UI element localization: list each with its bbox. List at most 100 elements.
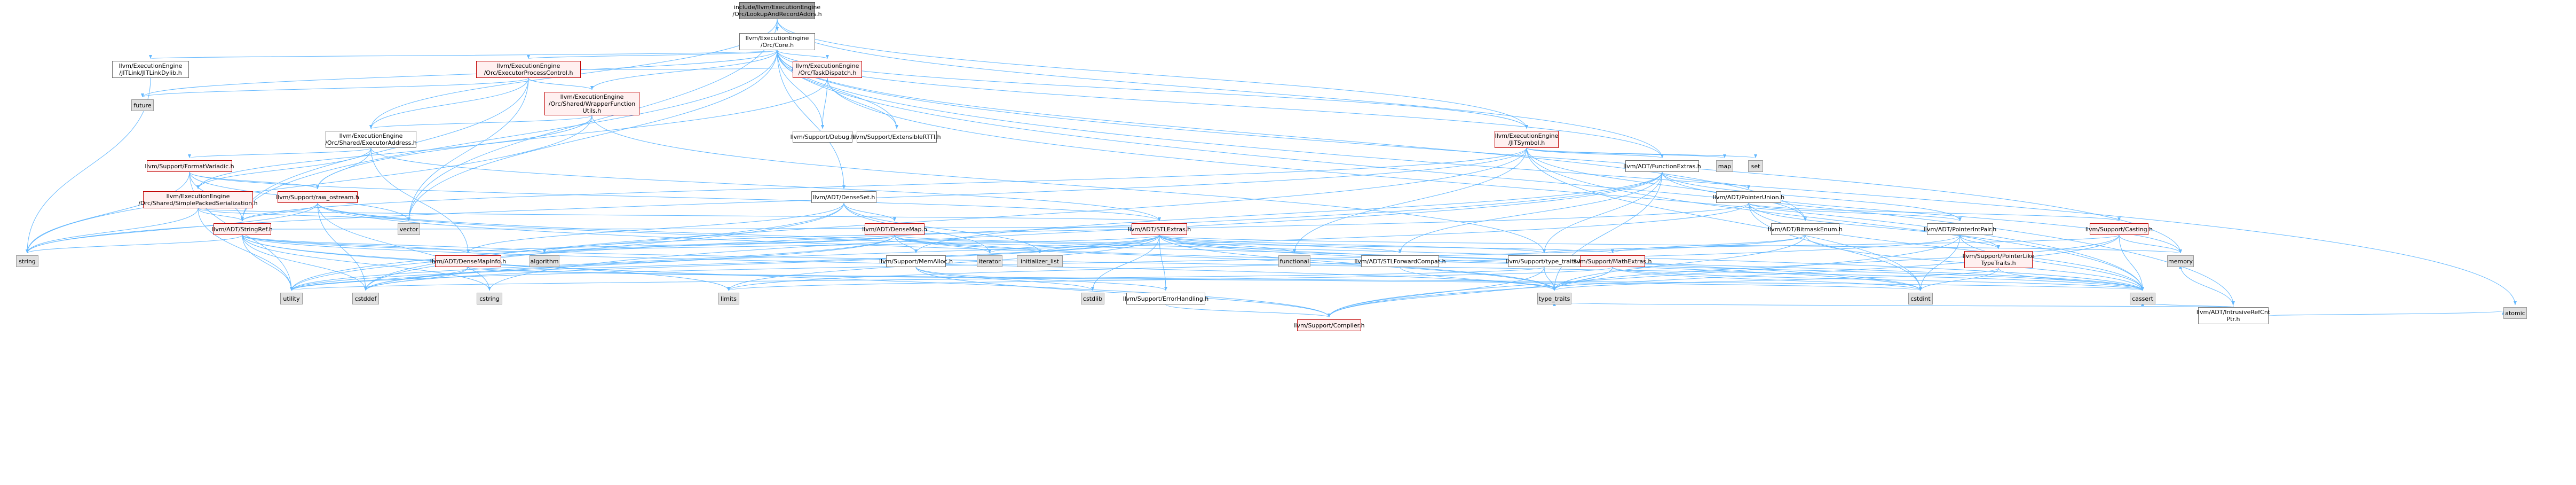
edge-stringref-to-utility xyxy=(242,234,293,291)
node-label: llvm/ADT/DenseSet.h xyxy=(812,193,875,201)
node-memory[interactable]: memory xyxy=(2167,255,2194,267)
edge-root-to-functionextras xyxy=(777,19,1664,159)
edge-densemapinfo-to-utility xyxy=(290,267,469,291)
node-map[interactable]: map xyxy=(1716,160,1733,172)
node-vector[interactable]: vector xyxy=(398,223,420,235)
node-set[interactable]: set xyxy=(1748,160,1763,172)
edge-jitsymbol-to-string xyxy=(26,147,1527,254)
node-label: llvm/ADT/STLForwardCompat.h xyxy=(1354,257,1446,265)
edge-memalloc-to-compiler xyxy=(915,267,1331,318)
node-label: memory xyxy=(2168,257,2193,265)
edge-densemap-to-cstddef xyxy=(364,234,895,291)
node-typetraits_h[interactable]: llvm/Support/type_traits.h xyxy=(1506,255,1583,267)
node-typetraits[interactable]: type_traits xyxy=(1537,293,1571,304)
node-pointerunion[interactable]: llvm/ADT/PointerUnion.h xyxy=(1713,191,1784,203)
node-label: llvm/ADT/PointerIntPair.h xyxy=(1923,225,1997,233)
edge-jitsymbol-to-cstddef xyxy=(364,147,1527,291)
edge-jitsymbol-to-functionextras xyxy=(1526,147,1664,159)
node-compiler[interactable]: llvm/Support/Compiler.h xyxy=(1293,319,1365,331)
node-wrapper[interactable]: llvm/ExecutionEngine/Orc/Shared/WrapperF… xyxy=(544,92,639,115)
node-stringref[interactable]: llvm/ADT/StringRef.h xyxy=(212,223,273,235)
node-label: llvm/Support/Debug.h xyxy=(790,133,855,140)
node-label: functional xyxy=(1279,257,1309,265)
node-cassert[interactable]: cassert xyxy=(2130,293,2155,304)
node-root[interactable]: include/llvm/ExecutionEngine/Orc/LookupA… xyxy=(732,2,822,19)
node-denseset[interactable]: llvm/ADT/DenseSet.h xyxy=(811,191,876,203)
node-cstring[interactable]: cstring xyxy=(477,293,502,304)
node-stlforward[interactable]: llvm/ADT/STLForwardCompat.h xyxy=(1354,255,1446,267)
edge-stlforward-to-typetraits xyxy=(1400,267,1556,291)
edge-intrusive-to-atomic xyxy=(2268,310,2505,316)
node-label: llvm/ADT/DenseMap.h xyxy=(862,225,927,233)
node-algorithm[interactable]: algorithm xyxy=(530,255,559,267)
node-formatvariadic[interactable]: llvm/Support/FormatVariadic.h xyxy=(145,160,234,172)
edge-stlextras-to-typetraits_h xyxy=(1159,234,1546,254)
node-pointerintpair[interactable]: llvm/ADT/PointerIntPair.h xyxy=(1924,223,1996,235)
edge-stlextras-to-initlist xyxy=(1038,234,1160,254)
node-densemapinfo[interactable]: llvm/ADT/DenseMapInfo.h xyxy=(430,255,506,267)
node-mathextras[interactable]: llvm/Support/MathExtras.h xyxy=(1574,255,1652,267)
node-label: map xyxy=(1718,162,1732,170)
edge-intrusive-to-memory xyxy=(2179,264,2234,308)
node-bitmaskenum[interactable]: llvm/ADT/BitmaskEnum.h xyxy=(1768,223,1843,235)
node-label: llvm/ExecutionEngine xyxy=(745,35,809,42)
node-label: algorithm xyxy=(530,257,559,265)
node-label: llvm/ExecutionEngine xyxy=(1495,132,1559,139)
node-jitlink[interactable]: llvm/ExecutionEngine/JITLink/JITLinkDyli… xyxy=(112,61,189,78)
node-errorhandling[interactable]: llvm/Support/ErrorHandling.h xyxy=(1123,293,1208,304)
node-initlist[interactable]: initializer_list xyxy=(1017,255,1063,267)
node-core[interactable]: llvm/ExecutionEngine/Orc/Core.h xyxy=(739,33,815,50)
node-label: /JITSymbol.h xyxy=(1508,139,1545,146)
node-ostream[interactable]: llvm/Support/raw_ostream.h xyxy=(276,191,359,203)
node-label: cstring xyxy=(479,295,500,302)
edge-functionextras-to-pointerunion xyxy=(1662,171,1750,190)
node-functional[interactable]: functional xyxy=(1278,255,1310,267)
node-cstdint[interactable]: cstdint xyxy=(1908,293,1933,304)
node-limits[interactable]: limits xyxy=(718,293,739,304)
edge-bitmaskenum-to-mathextras xyxy=(1611,234,1806,254)
node-cstddef[interactable]: cstddef xyxy=(352,293,379,304)
node-epc[interactable]: llvm/ExecutionEngine/Orc/ExecutorProcess… xyxy=(476,61,581,78)
edge-execaddr-to-formatvariadic xyxy=(188,147,372,159)
edge-epc-to-wrapper xyxy=(528,77,594,90)
edge-simplepacked-to-vector xyxy=(197,208,410,222)
edge-stlextras-to-errorhandling xyxy=(1159,234,1167,291)
node-future[interactable]: future xyxy=(131,99,154,111)
node-utility[interactable]: utility xyxy=(280,293,303,304)
node-extensible[interactable]: llvm/Support/ExtensibleRTTI.h xyxy=(852,131,941,143)
node-execaddr[interactable]: llvm/ExecutionEngine/Orc/Shared/Executor… xyxy=(325,131,417,148)
node-string[interactable]: string xyxy=(16,255,38,267)
node-iterator[interactable]: iterator xyxy=(977,255,1002,267)
edge-stlextras-to-iterator xyxy=(988,234,1160,254)
edge-formatvariadic-to-ostream xyxy=(189,171,319,190)
edge-ostream-to-typetraits xyxy=(317,202,1556,291)
node-functionextras[interactable]: llvm/ADT/FunctionExtras.h xyxy=(1623,160,1701,172)
edge-taskdispatch-to-debug xyxy=(821,77,828,129)
node-taskdispatch[interactable]: llvm/ExecutionEngine/Orc/TaskDispatch.h xyxy=(793,61,862,78)
edge-wrapper-to-typetraits_h xyxy=(591,115,1546,254)
node-label: Utils.h xyxy=(582,107,602,114)
node-cstdlib[interactable]: cstdlib xyxy=(1081,293,1104,304)
node-densemap[interactable]: llvm/ADT/DenseMap.h xyxy=(862,223,927,235)
node-label: TypeTraits.h xyxy=(1981,260,2016,267)
node-label: llvm/Support/raw_ostream.h xyxy=(276,193,359,201)
node-debug[interactable]: llvm/Support/Debug.h xyxy=(790,131,855,143)
node-label: /Orc/LookupAndRecordAddrs.h xyxy=(732,11,822,18)
edge-functionextras-to-stlforward xyxy=(1398,171,1663,254)
node-label: llvm/ADT/StringRef.h xyxy=(212,225,273,233)
node-stlextras[interactable]: llvm/ADT/STLExtras.h xyxy=(1128,223,1191,235)
edge-densemapinfo-to-cassert xyxy=(468,267,2144,291)
node-atomic[interactable]: atomic xyxy=(2503,307,2527,319)
node-memalloc[interactable]: llvm/Support/MemAlloc.h xyxy=(879,255,953,267)
edge-pointerunion-to-ptrlike xyxy=(1748,202,2000,249)
edge-simplepacked-to-string xyxy=(26,208,199,254)
node-simplepacked[interactable]: llvm/ExecutionEngine/Orc/Shared/SimplePa… xyxy=(138,191,258,208)
edge-taskdispatch-to-extensible xyxy=(827,77,898,129)
node-casting[interactable]: llvm/Support/Casting.h xyxy=(2085,223,2153,235)
edge-intrusive-to-typetraits xyxy=(1553,302,2234,308)
edge-simplepacked-to-stlextras xyxy=(197,208,1160,222)
edge-ptrlike-to-typetraits xyxy=(1553,268,1999,291)
node-jitsymbol[interactable]: llvm/ExecutionEngine/JITSymbol.h xyxy=(1495,131,1559,148)
